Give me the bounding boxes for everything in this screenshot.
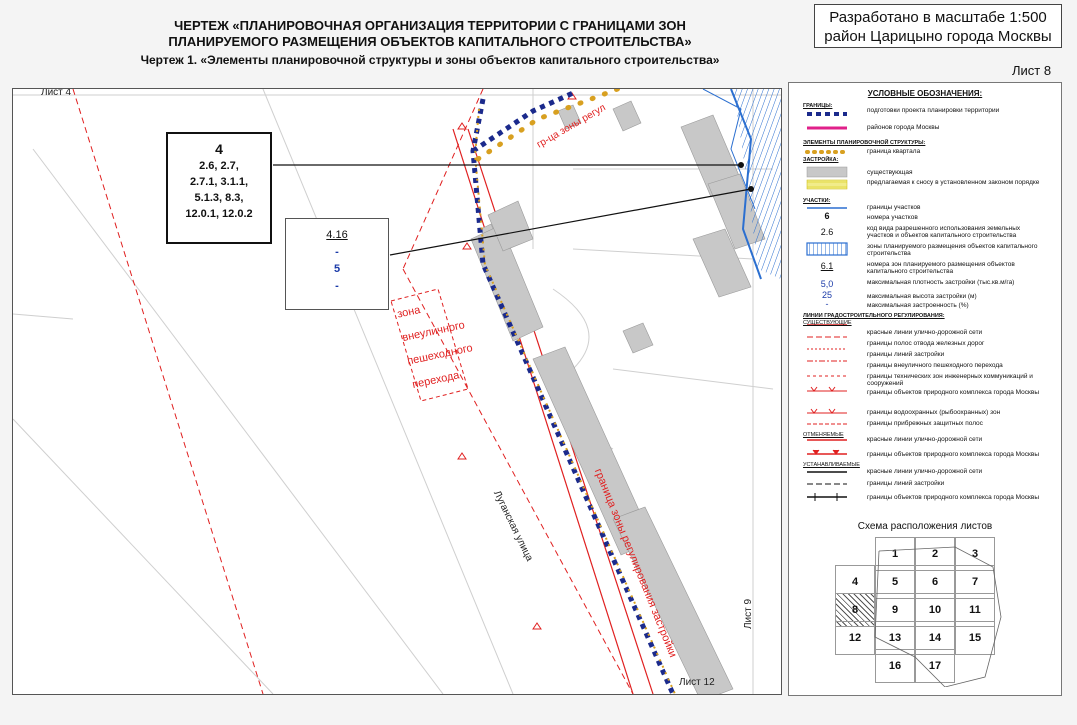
red-triangles: [457, 92, 577, 630]
legend-code-percent: -: [825, 299, 829, 309]
legend-cat-building: ЗАСТРОЙКА:: [803, 157, 839, 163]
existing-buildings: [470, 100, 766, 694]
legend-project-border: подготовки проекта планировки территории: [867, 107, 1000, 114]
legend-zones: зоны планируемого размещения объектов ка…: [867, 243, 1038, 257]
project-boundary: [470, 98, 676, 694]
legend-existing-building: существующая: [867, 169, 913, 176]
zone-code: 4.16: [326, 229, 348, 241]
legend-code-use: 2.6: [820, 227, 834, 237]
legend-line-ped: границы внеуличного пешеходного перехода: [867, 362, 1003, 369]
label-sheet-right: Лист 9: [743, 598, 754, 629]
scheme-cell-15[interactable]: 15: [955, 621, 995, 655]
scheme-cell-6[interactable]: 6: [915, 565, 955, 599]
callout-zone-4-16: 4.16 - 5 -: [285, 218, 389, 310]
legend-density: максимальная плотность застройки (тыс.кв…: [867, 279, 1015, 286]
legend-line-build: границы линий застройки: [867, 351, 945, 358]
legend-code-zone-number: 6.1: [820, 261, 834, 271]
drawing-title-line2: ПЛАНИРУЕМОГО РАЗМЕЩЕНИЯ ОБЪЕКТОВ КАПИТАЛ…: [168, 34, 692, 49]
scheme-cell-14[interactable]: 14: [915, 621, 955, 655]
scheme-cell-13[interactable]: 13: [875, 621, 915, 655]
legend-quarter-border: граница квартала: [867, 148, 921, 155]
legend-line-nature: границы объектов природного комплекса го…: [867, 389, 1039, 396]
scheme-cell-16[interactable]: 16: [875, 649, 915, 683]
scheme-cell-1[interactable]: 1: [875, 537, 915, 571]
legend-line-rail: границы полос отвода железных дорог: [867, 340, 985, 347]
legend-line-nature-set: границы объектов природного комплекса го…: [867, 494, 1039, 501]
legend-cat-borders: ГРАНИЦЫ:: [803, 103, 833, 109]
scheme-cell-12[interactable]: 12: [835, 621, 875, 655]
plot-number: 4: [215, 141, 223, 157]
legend-cat-lines: ЛИНИИ ГРАДОСТРОИТЕЛЬНОГО РЕГУЛИРОВАНИЯ:: [803, 313, 945, 319]
legend-cat-set: УСТАНАВЛИВАЕМЫЕ: [803, 462, 860, 468]
scheme-cell-7[interactable]: 7: [955, 565, 995, 599]
legend-code-plot-number: 6: [824, 211, 830, 221]
legend-line-red-cancel: красные линии улично-дорожной сети: [867, 436, 983, 443]
legend-percent: максимальная застроенность (%): [867, 302, 969, 309]
legend-line-build-set: границы линий застройки: [867, 480, 945, 487]
legend-line-tech: границы технических зон инженерных комму…: [867, 373, 1033, 387]
legend-line-coast: границы прибрежных защитных полос: [867, 420, 983, 427]
legend-title: УСЛОВНЫЕ ОБОЗНАЧЕНИЯ:: [867, 89, 983, 98]
legend-cat-elements: ЭЛЕМЕНТЫ ПЛАНИРОВОЧНОЙ СТРУКТУРЫ:: [803, 140, 926, 146]
legend-code-density: 5,0: [820, 279, 834, 289]
scheme-cell-11[interactable]: 11: [955, 593, 995, 627]
stamp-district: район Царицыно города Москвы: [824, 28, 1052, 45]
scheme-cell-5[interactable]: 5: [875, 565, 915, 599]
scheme-title: Схема расположения листов: [857, 521, 993, 532]
legend-zone-number: номера зон планируемого размещения объек…: [867, 261, 1015, 275]
plot-codes-3: 5.1.3, 8.3,: [194, 192, 244, 204]
scheme-cell-9[interactable]: 9: [875, 593, 915, 627]
legend-line-red-set: красные линии улично-дорожной сети: [867, 468, 983, 475]
legend-height: максимальная высота застройки (м): [867, 293, 977, 300]
legend-line-nature-cancel: границы объектов природного комплекса го…: [867, 451, 1039, 458]
legend-code-height: 25: [821, 290, 832, 300]
plot-codes-4: 12.0.1, 12.0.2: [185, 208, 253, 220]
red-dashed-lines: [72, 89, 634, 694]
leader-line-2: [389, 188, 752, 256]
legend-cat-plots: УЧАСТКИ:: [803, 198, 831, 204]
legend-cat-existing: СУЩЕСТВУЮЩИЕ: [803, 320, 852, 326]
legend-line-water: границы водоохранных (рыбоохранных) зон: [867, 409, 1001, 416]
legend-plot-border: границы участков: [867, 204, 921, 211]
stamp-scale: Разработано в масштабе 1:500: [829, 9, 1047, 26]
scheme-cell-2[interactable]: 2: [915, 537, 955, 571]
zone-height: 5: [333, 263, 341, 275]
legend-line-red: красные линии улично-дорожной сети: [867, 329, 983, 336]
legend-plot-number: номера участков: [867, 214, 918, 221]
plot-codes-2: 2.7.1, 3.1.1,: [189, 176, 249, 188]
scheme-cell-17[interactable]: 17: [915, 649, 955, 683]
legend-cat-cancel: ОТМЕНЯЕМЫЕ: [803, 432, 844, 438]
map-frame: Лист 4 Лист 12 Лист 9 Луганская улица зо…: [12, 88, 782, 695]
callout-plot-4: 4 2.6, 2.7, 2.7.1, 3.1.1, 5.1.3, 8.3, 12…: [166, 132, 272, 244]
label-sheet-left: Лист 4: [41, 88, 72, 98]
map-canvas: [13, 89, 781, 694]
legend-district-border: районов города Москвы: [867, 124, 940, 131]
scheme-cell-3[interactable]: 3: [955, 537, 995, 571]
blue-zone-hatch: [733, 89, 781, 279]
drawing-title-line1: ЧЕРТЕЖ «ПЛАНИРОВОЧНАЯ ОРГАНИЗАЦИЯ ТЕРРИТ…: [174, 18, 686, 33]
drawing-subtitle: Чертеж 1. «Элементы планировочной структ…: [140, 53, 720, 67]
scale-stamp: Разработано в масштабе 1:500 район Цариц…: [814, 4, 1062, 48]
sheet-number: Лист 8: [1012, 63, 1052, 78]
legend-symbols: [805, 112, 849, 501]
legend-panel: УСЛОВНЫЕ ОБОЗНАЧЕНИЯ: ГРАНИЦЫ: подготовк…: [788, 82, 1062, 696]
legend-use-code: код вида разрешенного использования земе…: [867, 225, 1021, 239]
red-lines: [452, 128, 654, 694]
plot-border-line: [730, 89, 762, 280]
legend-demolish-building: предлагаемая к сносу в установленном зак…: [867, 179, 1040, 186]
plot-codes-1: 2.6, 2.7,: [199, 160, 239, 172]
scheme-cell-10[interactable]: 10: [915, 593, 955, 627]
sheet-scheme: 1 2 3 4 5 6 7 8 9 10 11 12 13 14 15 16 1…: [835, 537, 1037, 687]
zone-percent: -: [335, 280, 339, 292]
scheme-outline: [874, 546, 1002, 687]
label-sheet-bottom: Лист 12: [679, 677, 715, 688]
zone-density: -: [335, 246, 339, 258]
